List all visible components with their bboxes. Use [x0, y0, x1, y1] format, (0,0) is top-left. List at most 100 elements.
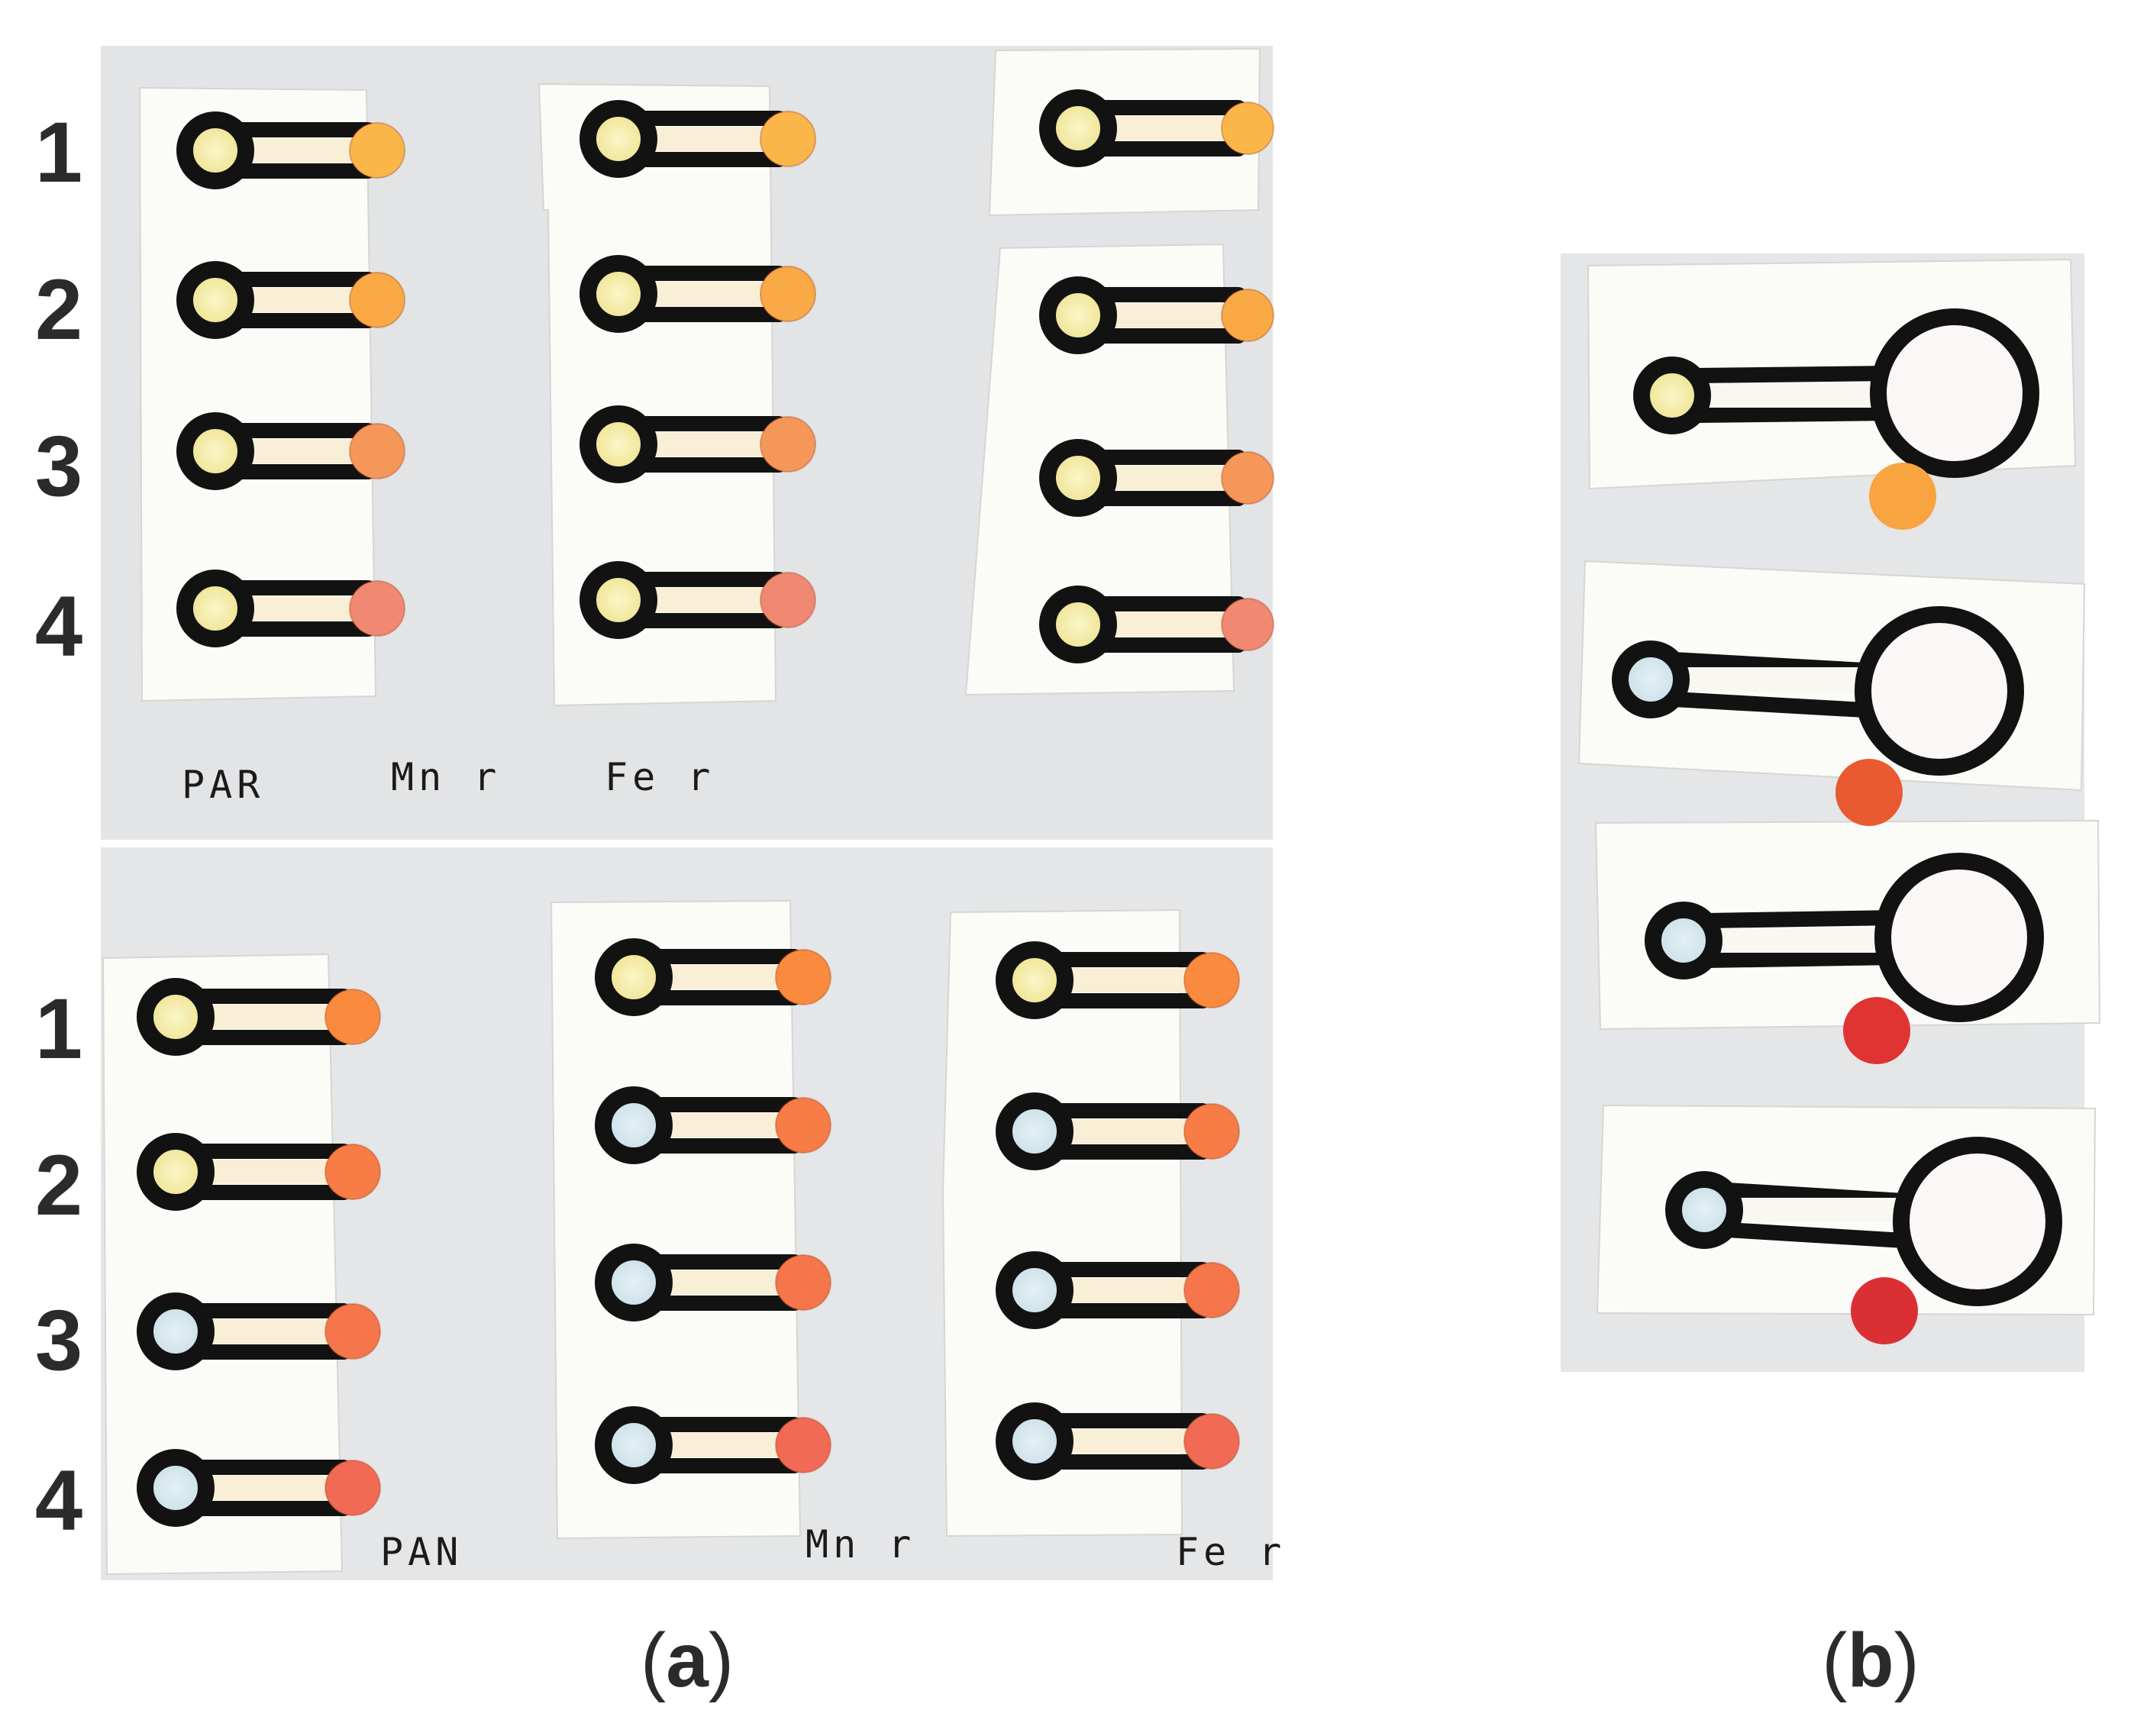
device-bottom-col3-row3: [996, 1251, 1240, 1329]
device-bottom-col1-row2-reagent-disc: [324, 1144, 381, 1200]
device-bottom-col3-row4-reagent-disc: [1183, 1413, 1240, 1470]
device-top-col1-row2-sample-zone: [176, 261, 254, 339]
device-bottom-col3-row1: [996, 941, 1240, 1019]
device-top-col1-row3-reagent-disc: [349, 423, 405, 479]
device-top-col2-row3-sample-zone: [580, 405, 657, 483]
device-bottom-col3-row2-sample-zone: [996, 1092, 1074, 1170]
device-bottom-col2-row3: [595, 1244, 831, 1321]
device-b-3-sample-zone: [1645, 902, 1722, 979]
strip-top-1: [138, 86, 377, 702]
device-bottom-col1-row2-channel: [191, 1160, 344, 1184]
strip-bottom-2: [550, 899, 802, 1540]
device-top-col2-row2-sample-zone: [580, 255, 657, 333]
device-top-col2-row4-reagent-disc: [760, 572, 816, 628]
device-top-col3-row3-reagent-disc: [1221, 451, 1274, 505]
device-b-1-sample-zone: [1633, 357, 1711, 434]
device-b-2-sample-zone: [1612, 641, 1690, 718]
device-top-col1-row1: [176, 111, 405, 189]
device-top-col3-row2: [1039, 276, 1274, 354]
device-bottom-col1-row1-reagent-disc: [324, 989, 381, 1045]
handwritten-label-bottom-1: PAN: [380, 1530, 463, 1574]
device-bottom-col3-row2-reagent-disc: [1183, 1103, 1240, 1160]
device-bottom-col2-row1: [595, 938, 831, 1016]
device-bottom-col3-row1-sample-zone: [996, 941, 1074, 1019]
device-bottom-col2-row2-sample-zone: [595, 1086, 673, 1164]
device-b-2-channel-wall-bottom: [1666, 692, 1886, 718]
device-top-col3-row1-reagent-disc: [1221, 102, 1274, 155]
device-top-col3-row4-channel: [1093, 612, 1238, 637]
device-top-col3-row2-sample-zone: [1039, 276, 1117, 354]
device-top-col1-row4-reagent-disc: [349, 580, 405, 637]
device-top-col2-row4-channel: [634, 588, 779, 612]
device-bottom-col1-row2: [137, 1133, 381, 1211]
device-bottom-col1-row4-reagent-disc: [324, 1460, 381, 1516]
device-b-3-reservoir: [1874, 853, 2044, 1022]
row-number-top-4: 4: [34, 579, 83, 674]
device-bottom-col3-row2-channel: [1050, 1119, 1203, 1144]
strip-top-2: [538, 82, 777, 707]
device-top-col2-row2-channel: [634, 282, 779, 306]
device-top-col3-row3-channel: [1093, 466, 1238, 490]
row-number-bottom-2: 2: [34, 1137, 83, 1233]
paper-devices: [137, 89, 2062, 1527]
device-top-col1-row3: [176, 412, 405, 490]
device-top-col2-row4: [580, 561, 816, 639]
row-number-bottom-4: 4: [34, 1453, 83, 1548]
device-top-col3-row4-reagent-disc: [1221, 598, 1274, 651]
device-top-col1-row2-reagent-disc: [349, 272, 405, 328]
device-b-1-reservoir: [1870, 308, 2039, 478]
device-bottom-col1-row4-channel: [191, 1476, 344, 1500]
device-top-col1-row1-reagent-disc: [349, 122, 405, 179]
handwritten-label-bottom-3: Fe r: [1176, 1530, 1286, 1574]
device-top-col1-row4: [176, 570, 405, 647]
device-top-col3-row1-sample-zone: [1039, 89, 1117, 167]
device-bottom-col1-row1-sample-zone: [137, 978, 215, 1056]
device-top-col2-row1-channel: [634, 127, 779, 151]
device-top-col2-row2: [580, 255, 816, 333]
device-bottom-col3-row1-reagent-disc: [1183, 952, 1240, 1008]
device-bottom-col1-row3-sample-zone: [137, 1292, 215, 1370]
device-bottom-col1-row3-reagent-disc: [324, 1303, 381, 1360]
row-number-top-3: 3: [34, 418, 83, 514]
device-bottom-col3-row4-sample-zone: [996, 1402, 1074, 1480]
device-bottom-col3-row3-sample-zone: [996, 1251, 1074, 1329]
device-top-col2-row1: [580, 100, 816, 178]
device-b-4-sample-zone: [1665, 1171, 1743, 1249]
row-number-bottom-1: 1: [34, 981, 83, 1076]
device-bottom-col2-row3-sample-zone: [595, 1244, 673, 1321]
device-top-col2-row1-sample-zone: [580, 100, 657, 178]
device-bottom-col3-row4: [996, 1402, 1240, 1480]
device-bottom-col3-row4-channel: [1050, 1429, 1203, 1454]
device-b-4: [1665, 1137, 2062, 1344]
device-top-col2-row1-reagent-disc: [760, 111, 816, 167]
device-bottom-col1-row1: [137, 978, 381, 1056]
device-top-col1-row2: [176, 261, 405, 339]
device-b-1: [1633, 308, 2039, 530]
device-top-col3-row3: [1039, 439, 1274, 517]
device-bottom-col2-row2-reagent-disc: [775, 1097, 831, 1154]
device-b-2-reagent-disc: [1835, 759, 1903, 826]
device-b-1-channel-wall-bottom: [1687, 405, 1901, 423]
strip-bottom-3: [941, 908, 1183, 1538]
device-top-col3-row2-channel: [1093, 303, 1238, 328]
handwritten-label-top-3: Fe r: [605, 755, 715, 799]
device-top-col3-row1-channel: [1093, 116, 1238, 140]
row-number-top-2: 2: [34, 262, 83, 357]
device-bottom-col1-row2-sample-zone: [137, 1133, 215, 1211]
strip-bottom-1: [102, 953, 344, 1576]
device-bottom-col3-row3-channel: [1050, 1278, 1203, 1302]
device-bottom-col1-row1-channel: [191, 1005, 344, 1029]
device-bottom-col1-row3-channel: [191, 1319, 344, 1344]
device-bottom-col1-row4: [137, 1449, 381, 1527]
device-bottom-col1-row4-sample-zone: [137, 1449, 215, 1527]
device-top-col3-row2-reagent-disc: [1221, 289, 1274, 342]
panel-label-b: (b): [1822, 1618, 1919, 1703]
device-top-col2-row4-sample-zone: [580, 561, 657, 639]
device-bottom-col3-row3-reagent-disc: [1183, 1262, 1240, 1318]
device-top-col2-row3-reagent-disc: [760, 416, 816, 473]
device-b-3-channel-wall-bottom: [1699, 950, 1906, 968]
device-bottom-col2-row1-channel: [649, 965, 794, 989]
device-bottom-col2-row3-channel: [649, 1270, 794, 1295]
device-bottom-col2-row4: [595, 1406, 831, 1484]
